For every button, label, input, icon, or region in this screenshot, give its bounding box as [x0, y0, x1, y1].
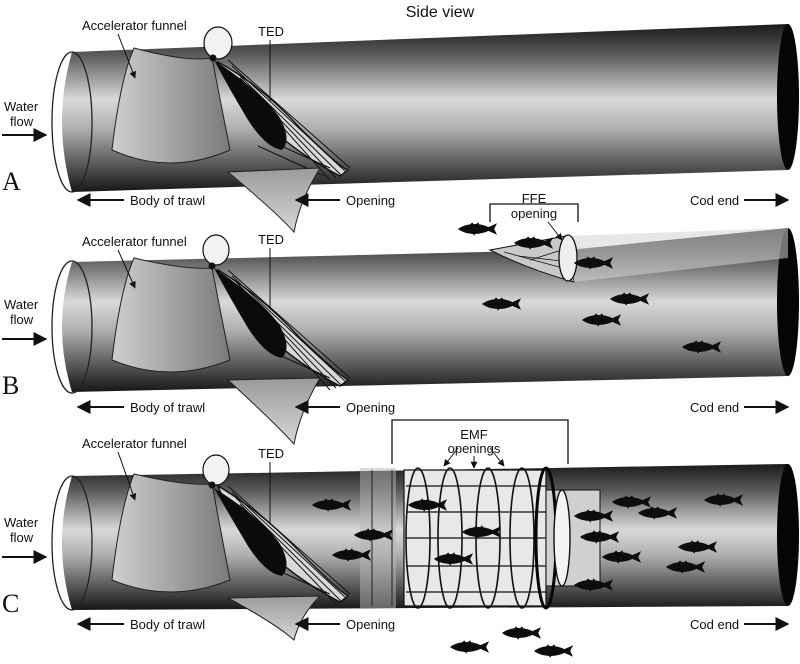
- ted-deflector: [214, 268, 287, 358]
- ted-float-attachment: [209, 54, 217, 62]
- panel-letter-a: A: [2, 167, 21, 196]
- trawl-body: [62, 24, 788, 192]
- fish: [449, 640, 490, 654]
- water-flow-label-line2: flow: [10, 530, 34, 545]
- opening-label: Opening: [346, 400, 395, 415]
- cod-end-label: Cod end: [690, 193, 739, 208]
- body-of-trawl-label: Body of trawl: [130, 193, 205, 208]
- ted-float: [203, 26, 233, 60]
- figure-title: Side view: [406, 4, 475, 21]
- cod-end-opening: [777, 228, 799, 376]
- escape-flap: [226, 377, 321, 446]
- panel-c: EMF openings Water flow Accelerator funn…: [2, 419, 799, 658]
- ted-label: TED: [258, 232, 284, 247]
- accelerator-funnel: [111, 257, 231, 373]
- water-flow-label-line2: flow: [10, 114, 34, 129]
- cod-end-opening: [777, 464, 799, 606]
- ffe-device: [488, 228, 788, 283]
- escape-flap: [226, 167, 321, 234]
- water-flow-label-line1: Water: [4, 99, 39, 114]
- mouth-rim: [51, 51, 93, 193]
- panel-b: FFE opening Water flow Accelerator funne…: [2, 191, 799, 446]
- ted-float: [202, 234, 230, 266]
- fish: [457, 222, 498, 236]
- ted-float-attachment: [208, 481, 216, 489]
- emf-pointer: [489, 447, 505, 467]
- panel-a: Water flow Accelerator funnel TED A Body…: [2, 18, 799, 234]
- emf-label-line2: openings: [448, 441, 501, 456]
- accelerator-funnel-label: Accelerator funnel: [82, 234, 187, 249]
- opening-label: Opening: [346, 193, 395, 208]
- accelerator-funnel-pointer: [117, 249, 136, 289]
- mouth-rim: [51, 260, 93, 394]
- water-flow-label-line1: Water: [4, 297, 39, 312]
- ted-float-attachment: [208, 262, 216, 270]
- ted-label: TED: [258, 446, 284, 461]
- cod-end-opening: [777, 24, 799, 170]
- accelerator-funnel-pointer: [117, 33, 136, 79]
- emf-bracket: [391, 419, 569, 464]
- ffe-label-line2: opening: [511, 206, 557, 221]
- accelerator-funnel: [111, 473, 231, 593]
- body-of-trawl-label: Body of trawl: [130, 617, 205, 632]
- panel-letter-c: C: [2, 589, 19, 618]
- emf-label-line1: EMF: [460, 427, 488, 442]
- ted-deflector: [214, 488, 287, 576]
- opening-label: Opening: [346, 617, 395, 632]
- cod-end-label: Cod end: [690, 400, 739, 415]
- panel-letter-b: B: [2, 371, 19, 400]
- fish: [533, 644, 574, 658]
- emf-pointer: [443, 447, 459, 467]
- accelerator-funnel-label: Accelerator funnel: [82, 18, 187, 33]
- ffe-pointer: [547, 221, 563, 241]
- ted-label: TED: [258, 24, 284, 39]
- accelerator-funnel: [111, 47, 231, 164]
- accelerator-funnel-pointer: [117, 451, 137, 501]
- water-flow-label-line1: Water: [4, 515, 39, 530]
- escape-flap: [226, 595, 322, 641]
- accelerator-funnel-label: Accelerator funnel: [82, 436, 187, 451]
- water-flow-label-line2: flow: [10, 312, 34, 327]
- ted-deflector: [214, 60, 287, 150]
- body-of-trawl-label: Body of trawl: [130, 400, 205, 415]
- cod-end-label: Cod end: [690, 617, 739, 632]
- fish: [501, 626, 542, 640]
- ffe-bracket: [489, 203, 579, 222]
- ted-float: [202, 454, 230, 486]
- ffe-label-line1: FFE: [522, 191, 547, 206]
- mouth-rim: [51, 475, 93, 611]
